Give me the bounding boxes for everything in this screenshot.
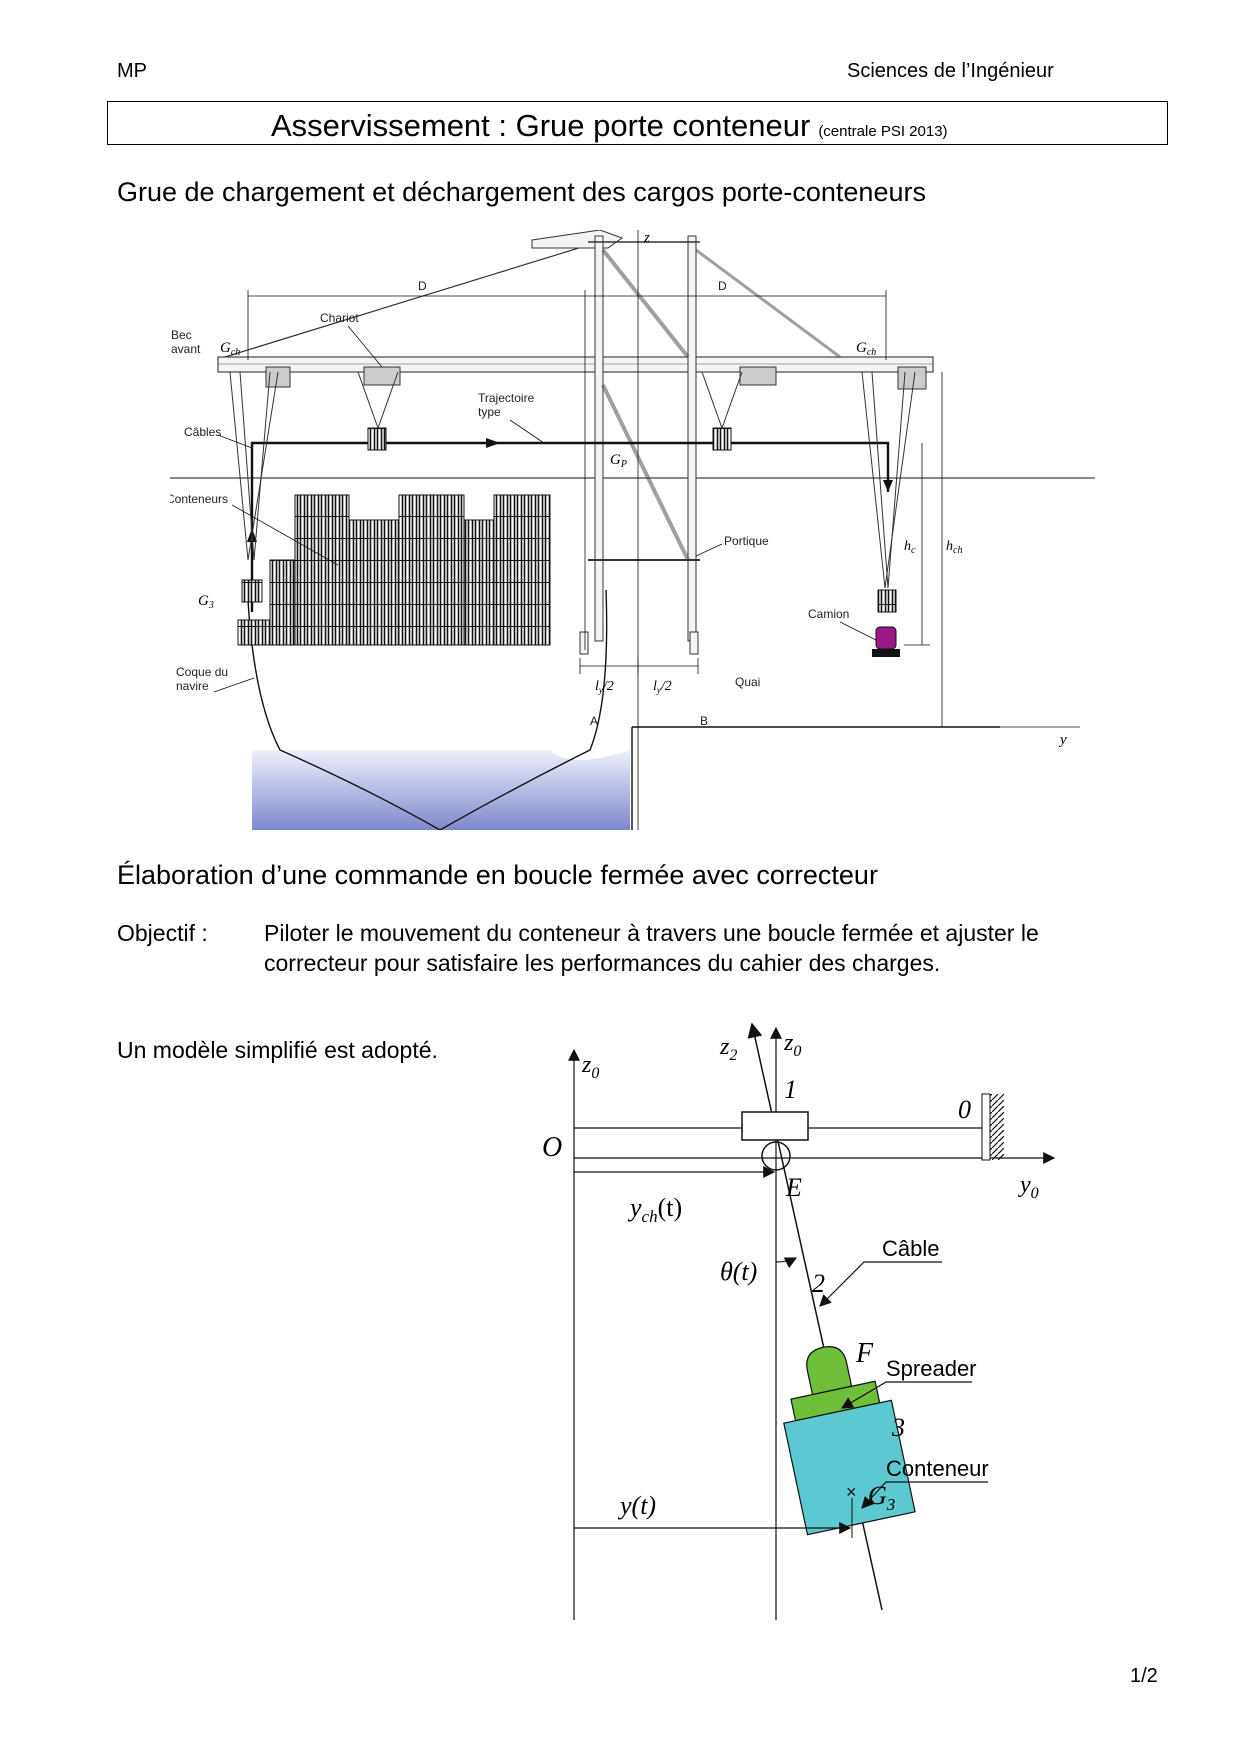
title-box: Asservissement : Grue porte conteneur (ce… [107, 101, 1168, 145]
label-trajectoire: Trajectoire [478, 391, 535, 405]
dim-d-right: D [718, 279, 727, 293]
container-block [269, 559, 296, 646]
portal-leg-b [687, 235, 697, 642]
objective-line-2: correcteur pour satisfaire les performan… [264, 950, 941, 976]
crane-figure: z D D hc hch ly/2 [170, 230, 1095, 830]
header-right: Sciences de l’Ingénieur [847, 60, 1054, 82]
boom-tie [224, 246, 583, 358]
g3-label: G3 [198, 593, 214, 611]
pivot-e [761, 1141, 791, 1171]
point-a-label: A [590, 714, 598, 728]
crane-boom [217, 356, 934, 373]
container-block [493, 494, 551, 646]
label-coque: Coque du [176, 665, 228, 679]
ly-left-label: ly/2 [595, 679, 614, 695]
ych-label: ych(t) [627, 1193, 682, 1226]
label-point-e: E [785, 1173, 802, 1202]
page-number: 1/2 [1130, 1665, 1158, 1687]
z0-label-e: z0 [783, 1030, 801, 1060]
label-cables: Câbles [184, 425, 221, 439]
header-left: MP [117, 60, 147, 82]
title-main-text: Asservissement : Grue porte conteneur [271, 108, 811, 143]
label-navire: navire [176, 679, 209, 693]
trolley-chariot [357, 366, 401, 451]
boom-head [531, 230, 624, 249]
label-avant: avant [171, 342, 201, 356]
dim-d-left: D [418, 279, 427, 293]
trolley-left [229, 366, 291, 603]
gch-right-label: Gch [856, 340, 876, 358]
label-solid-1: 1 [784, 1075, 797, 1104]
z2-label: z2 [719, 1034, 737, 1064]
gch-left-label: Gch [220, 340, 240, 358]
label-point-f: F [855, 1338, 874, 1369]
y-label: y(t) [617, 1491, 656, 1520]
container-block [348, 519, 400, 646]
label-conteneur: Conteneur [886, 1456, 989, 1481]
label-cable: Câble [882, 1236, 939, 1261]
label-quai: Quai [735, 675, 760, 689]
ly-right-label: ly/2 [653, 679, 672, 695]
truck [875, 626, 897, 650]
container-block [294, 494, 350, 646]
model-text: Un modèle simplifié est adopté. [117, 1037, 438, 1063]
point-b-label: B [700, 714, 708, 728]
cable-leader [819, 1261, 942, 1307]
label-type: type [478, 405, 501, 419]
g3-marker: × [846, 1482, 857, 1502]
z0-label-left: z0 [581, 1052, 599, 1082]
container-block [398, 494, 465, 646]
gp-label: GP [610, 452, 627, 470]
spreader-leader [840, 1381, 972, 1409]
container-block [463, 519, 495, 646]
spreader-head [806, 1346, 853, 1396]
theta-arc [775, 1257, 798, 1269]
label-solid-2: 2 [812, 1269, 825, 1298]
page-title: Asservissement : Grue porte conteneur (ce… [271, 108, 948, 144]
z-axis-label: z [643, 230, 650, 246]
theta-label: θ(t) [720, 1257, 757, 1286]
model-figure: z0 z0 z2 y0 1 0 O E ych(t) θ(t) 2 Câble … [542, 1022, 1056, 1620]
label-camion: Camion [808, 607, 849, 621]
frame-wall [981, 1093, 991, 1161]
hc-label: hc [904, 539, 916, 556]
label-chariot: Chariot [320, 311, 359, 325]
section-heading-commande: Élaboration d’une commande en boucle fer… [117, 860, 878, 890]
label-solid-3: 3 [891, 1413, 905, 1442]
label-portique: Portique [724, 534, 769, 548]
frame-hatch [990, 1094, 1004, 1160]
load-assembly [783, 1346, 916, 1536]
title-sub-text: (centrale PSI 2013) [818, 123, 948, 140]
container-3 [783, 1399, 916, 1536]
label-conteneurs: Conteneurs [170, 492, 228, 506]
label-origin-o: O [542, 1132, 562, 1163]
portal-leg-a [594, 235, 604, 642]
label-spreader: Spreader [886, 1356, 977, 1381]
section-heading-crane: Grue de chargement et déchargement des c… [117, 177, 926, 207]
trolley-mid [701, 366, 777, 451]
objective-label: Objectif : [117, 920, 208, 946]
y-axis-label: y [1058, 732, 1067, 748]
hch-label: hch [946, 539, 962, 556]
label-bec: Bec [171, 328, 192, 342]
ship-hull [247, 589, 608, 830]
label-solid-0: 0 [958, 1095, 971, 1124]
trolley-right [861, 366, 927, 613]
trolley-body-1 [741, 1111, 809, 1141]
container-leader [861, 1481, 988, 1509]
y0-label: y0 [1018, 1172, 1039, 1202]
g3-label: G3 [868, 1481, 895, 1514]
water [252, 750, 630, 830]
container-block [237, 619, 271, 646]
objective-line-1: Piloter le mouvement du conteneur à trav… [264, 920, 1039, 946]
